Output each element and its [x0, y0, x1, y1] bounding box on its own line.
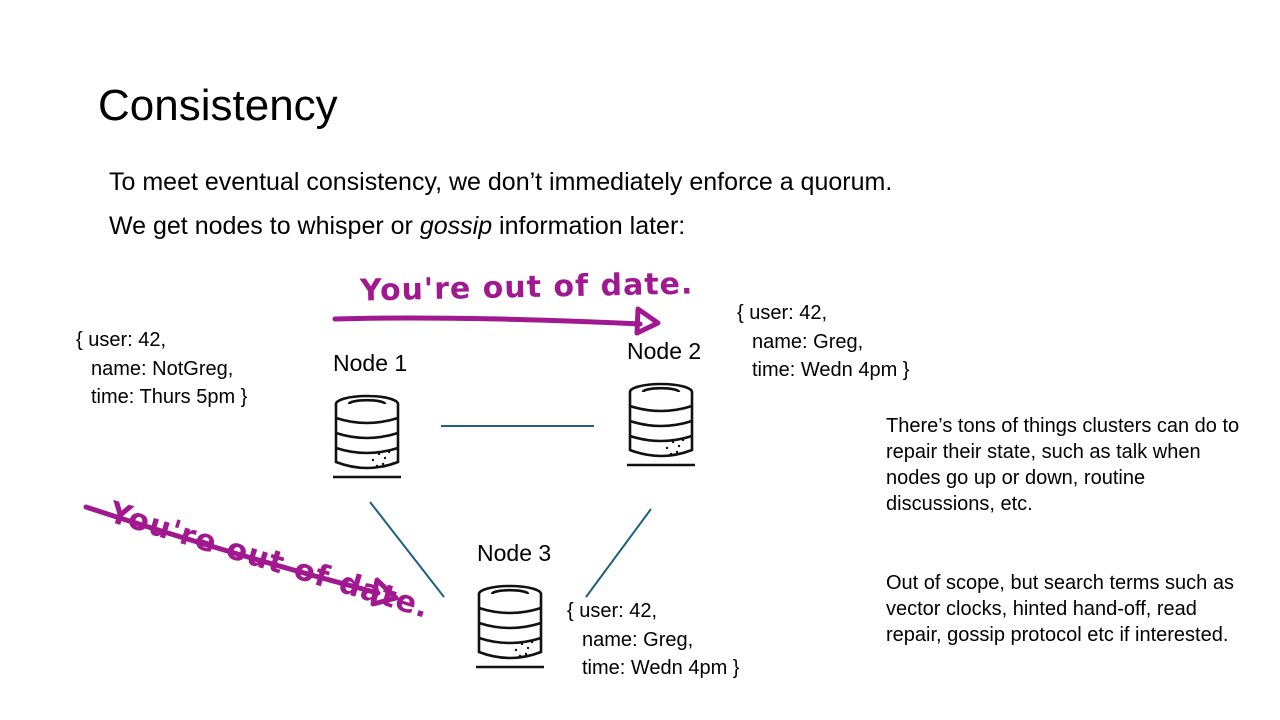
node-1-record-line: { user: 42, — [76, 329, 167, 351]
node-1-database-icon — [333, 394, 401, 479]
node-3-record: { user: 42, name: Greg, time: Wedn 4pm } — [567, 597, 739, 683]
intro-line-1: To meet eventual consistency, we don’t i… — [109, 168, 893, 196]
node-2-record-line: name: Greg, — [752, 330, 864, 353]
note-repair-state: There’s tons of things clusters can do t… — [886, 415, 1240, 515]
intro-line-2-end: information later: — [492, 212, 686, 240]
node-3-database-icon — [476, 584, 544, 669]
connector-node1-node3 — [369, 501, 445, 598]
node-3-label: Node 3 — [477, 540, 552, 566]
node-3-record-line: name: Greg, — [582, 628, 694, 651]
node-2-record-line: { user: 42, — [737, 302, 828, 324]
node-2-record-line: time: Wedn 4pm } — [752, 359, 910, 381]
intro-line-2-emphasis: gossip — [419, 212, 493, 240]
node-1-label: Node 1 — [333, 350, 408, 376]
node-2-label: Node 2 — [627, 338, 702, 364]
intro-line-2-start: We get nodes to whisper or — [109, 212, 420, 240]
top-arrow-icon — [332, 306, 661, 336]
slide-title: Consistency — [98, 81, 338, 130]
note-search-terms: Out of scope, but search terms such as v… — [886, 572, 1234, 646]
annotation-top: You're out of date. — [359, 266, 694, 309]
left-arrow-icon — [83, 504, 399, 607]
node-2-record: { user: 42, name: Greg, time: Wedn 4pm } — [737, 299, 909, 385]
node-1-record-line: time: Thurs 5pm } — [91, 386, 248, 408]
node-1-record-line: name: NotGreg, — [91, 357, 234, 380]
connector-node2-node3 — [585, 508, 652, 598]
node-3-record-line: { user: 42, — [567, 600, 658, 622]
intro-line-2: We get nodes to whisper or gossip inform… — [109, 211, 685, 241]
node-2-database-icon — [627, 382, 695, 467]
node-1-record: { user: 42, name: NotGreg, time: Thurs 5… — [76, 326, 247, 412]
node-3-record-line: time: Wedn 4pm } — [582, 657, 740, 679]
